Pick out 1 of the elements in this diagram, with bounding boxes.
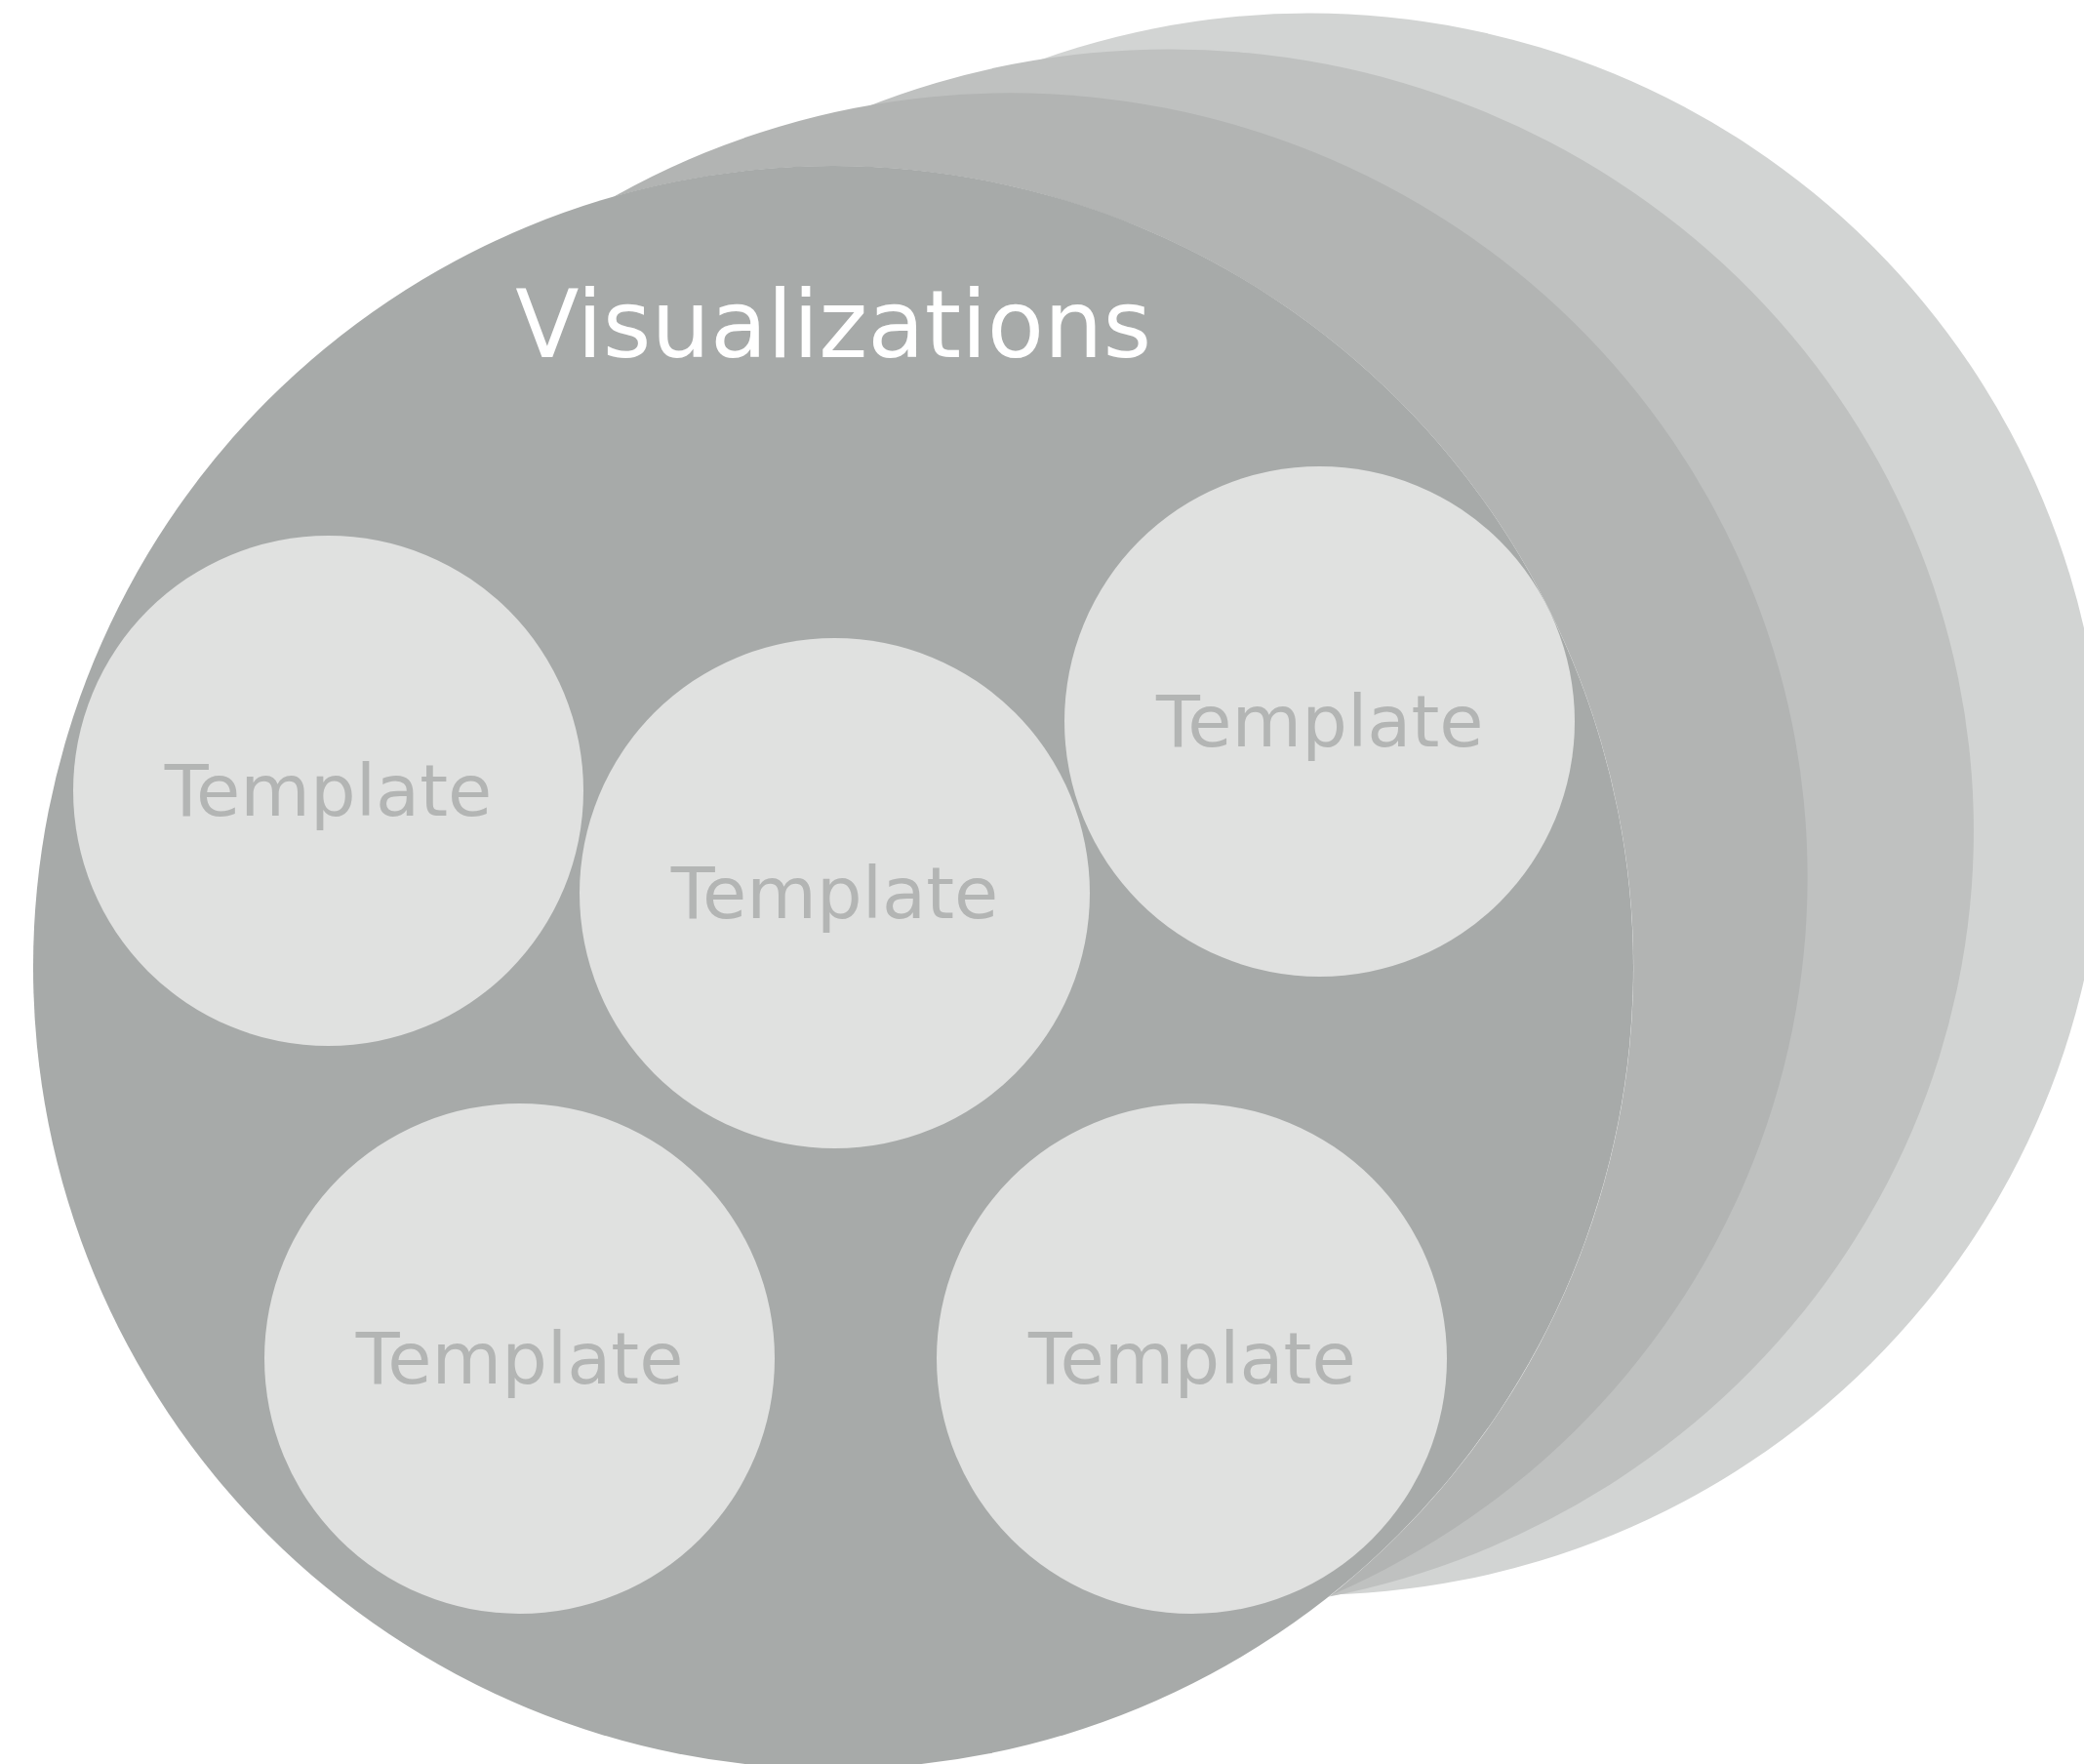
group-title: Visualizations — [515, 269, 1152, 379]
